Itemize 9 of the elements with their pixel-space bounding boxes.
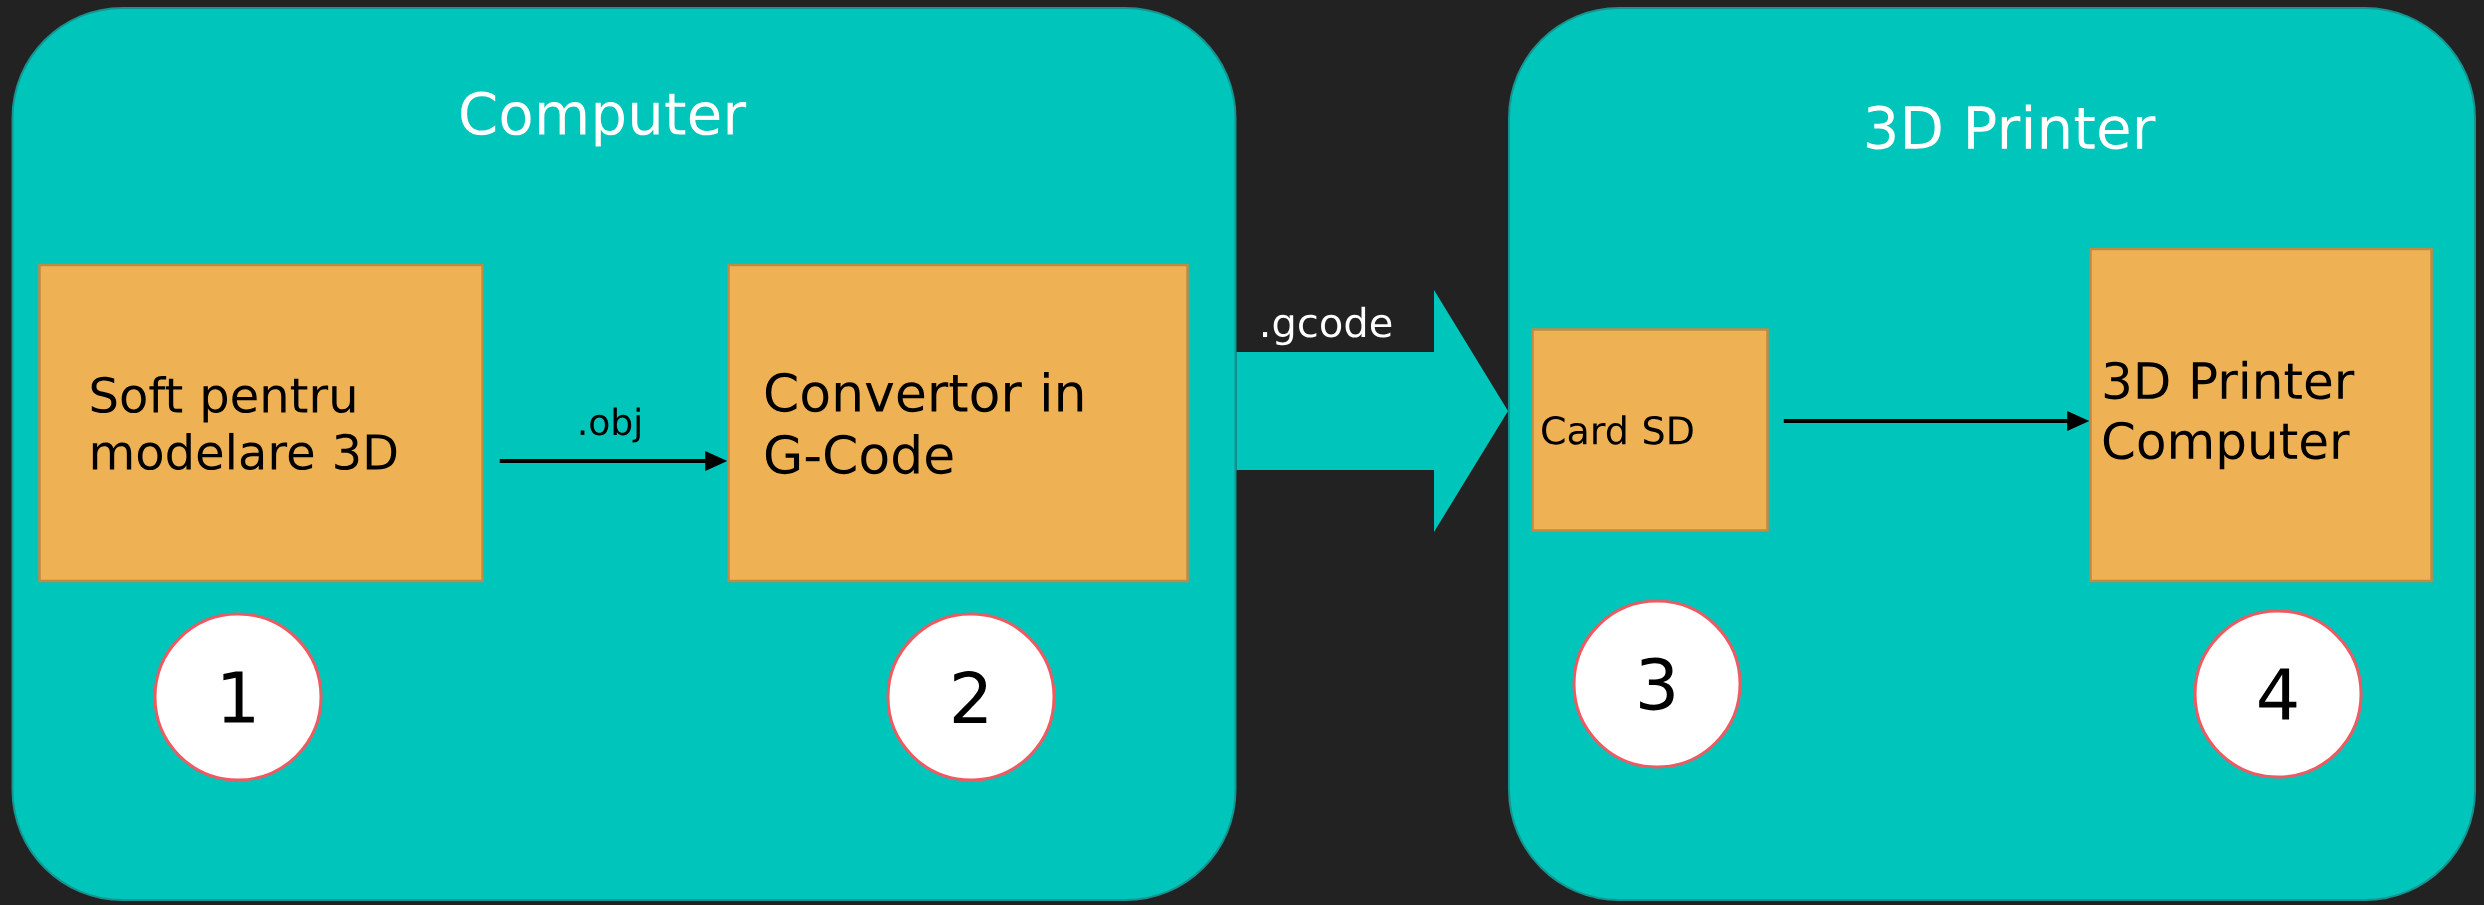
block-arrow: [1236, 290, 1508, 532]
process-box: Card SD: [1531, 328, 1769, 532]
process-box: 3D Printer Computer: [2089, 247, 2433, 583]
arrow: [1783, 411, 2090, 431]
edge-label: .gcode: [1263, 306, 1392, 346]
process-box: Convertor in G-Code: [727, 263, 1189, 583]
process-box: Soft pentru modelare 3D: [38, 263, 484, 583]
edge-label: .obj: [580, 407, 640, 443]
arrow: [499, 451, 728, 471]
